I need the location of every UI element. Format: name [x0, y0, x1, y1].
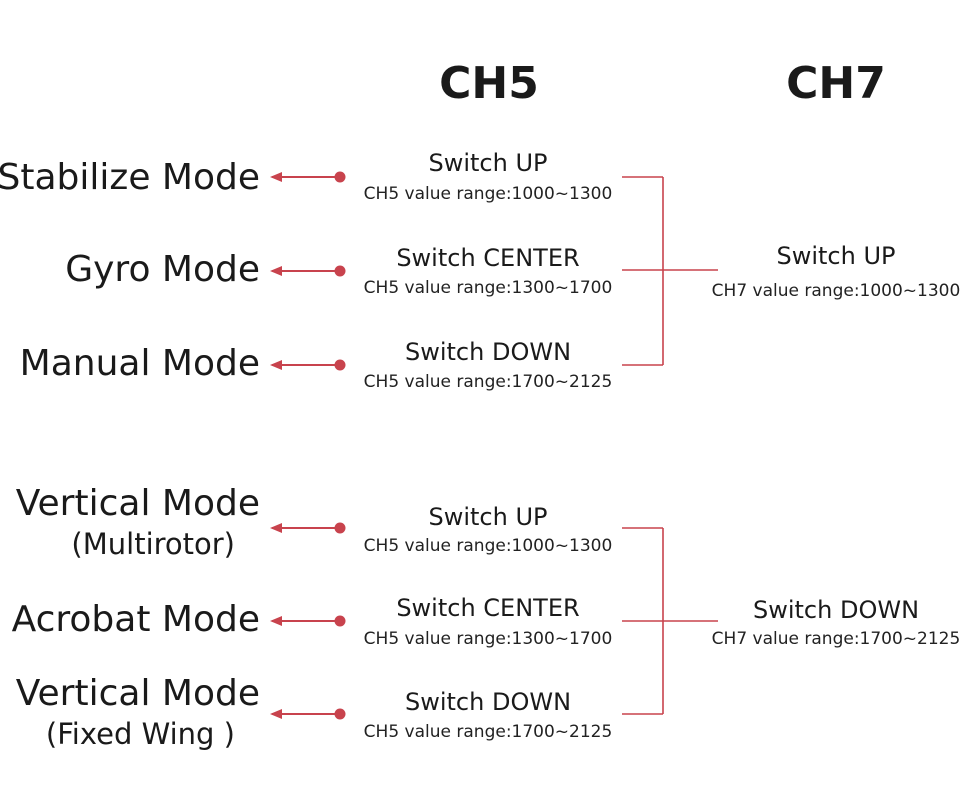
- ch5-switch-label: Switch CENTER: [396, 244, 580, 272]
- ch5-range-label: CH5 value range:1300~1700: [363, 629, 613, 649]
- mode-label-vertical-fixed-wing: Vertical Mode: [15, 673, 260, 714]
- ch7-switch-label: Switch DOWN: [752, 596, 920, 624]
- ch5-range-label: CH5 value range:1000~1300: [363, 536, 613, 556]
- mode-sublabel-multirotor: (Multirotor): [71, 527, 235, 561]
- ch5-range-label: CH5 value range:1700~2125: [363, 722, 613, 742]
- ch5-range-label: CH5 value range:1000~1300: [363, 184, 613, 204]
- arrow-manual-mode: [270, 359, 346, 371]
- ch5-header: CH5: [439, 58, 539, 109]
- ch5-range-label: CH5 value range:1300~1700: [363, 278, 613, 298]
- ch5-switch-label: Switch CENTER: [396, 594, 580, 622]
- ch7-header: CH7: [786, 58, 886, 109]
- ch7-range-label: CH7 value range:1000~1300: [711, 281, 961, 301]
- mode-label-vertical-multirotor: Vertical Mode: [15, 483, 260, 524]
- ch5-switch-label: Switch UP: [428, 503, 548, 531]
- ch7-range-label: CH7 value range:1700~2125: [711, 629, 961, 649]
- arrow-stabilize-mode: [270, 171, 346, 183]
- ch5-switch-label: Switch DOWN: [404, 338, 572, 366]
- mode-label-stabilize: Stabilize Mode: [0, 157, 260, 198]
- ch5-range-label: CH5 value range:1700~2125: [363, 372, 613, 392]
- arrow-vertical-mode-multirotor: [270, 522, 346, 534]
- mode-label-gyro: Gyro Mode: [65, 249, 260, 290]
- bracket-ch7-switch-down: [622, 527, 718, 715]
- mode-sublabel-fixed-wing: (Fixed Wing ): [45, 717, 235, 751]
- mode-label-manual: Manual Mode: [19, 343, 260, 384]
- mode-label-acrobat: Acrobat Mode: [11, 599, 260, 640]
- ch5-switch-label: Switch UP: [428, 149, 548, 177]
- bracket-ch7-switch-up: [622, 176, 718, 366]
- arrow-acrobat-mode: [270, 615, 346, 627]
- ch7-switch-label: Switch UP: [776, 242, 896, 270]
- arrow-vertical-mode-fixed-wing: [270, 708, 346, 720]
- ch5-switch-label: Switch DOWN: [404, 688, 572, 716]
- arrow-gyro-mode: [270, 265, 346, 277]
